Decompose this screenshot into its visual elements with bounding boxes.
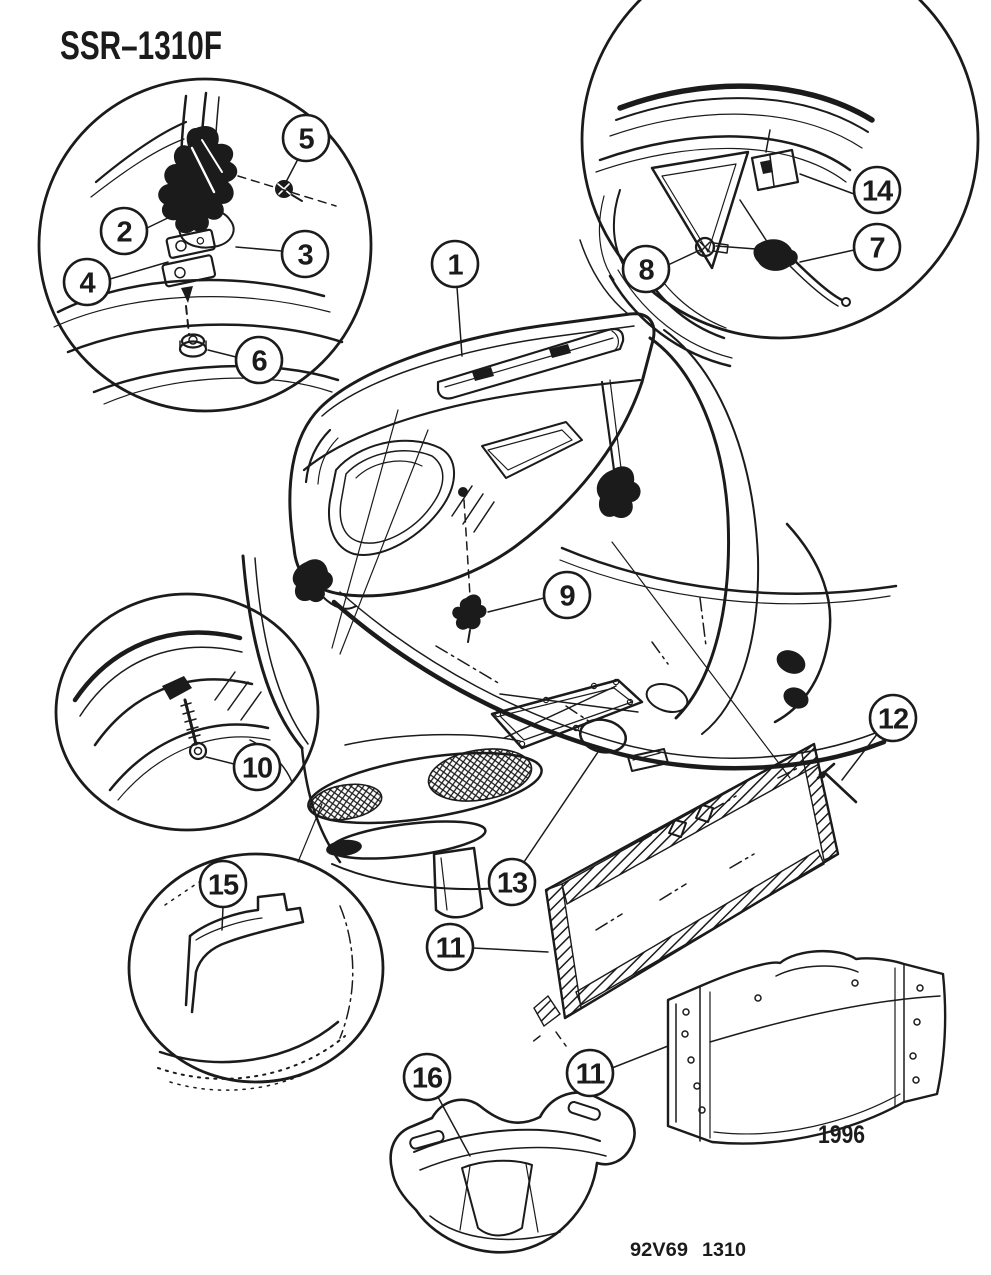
leader-line bbox=[487, 597, 545, 613]
inset-screw-detail bbox=[54, 592, 320, 832]
deck-lid-outline bbox=[288, 312, 656, 598]
car-body-drawing bbox=[241, 329, 898, 919]
leader-line bbox=[221, 906, 224, 931]
callout-6: 6 bbox=[234, 335, 284, 385]
leader-line bbox=[205, 756, 235, 765]
latch-assembly bbox=[739, 199, 851, 307]
detail-reference-line bbox=[331, 409, 399, 649]
svg-text:8: 8 bbox=[638, 255, 654, 287]
inset-bracket-detail bbox=[127, 852, 385, 1091]
leader-line bbox=[285, 158, 299, 183]
leader-line bbox=[456, 286, 463, 357]
callout-3: 3 bbox=[280, 229, 330, 279]
hinge-plate-upper bbox=[165, 228, 216, 259]
svg-text:1: 1 bbox=[447, 250, 463, 282]
callout-5: 5 bbox=[281, 113, 331, 163]
leader-line bbox=[146, 213, 177, 229]
trunk-sill bbox=[331, 599, 887, 771]
hinge-screw-nut bbox=[275, 180, 303, 202]
trunk-partition-panel bbox=[530, 742, 858, 1047]
detail-reference-line bbox=[297, 803, 323, 863]
callouts: 1 2 3 4 5 6 7 8 9 10 11 12 13 14 15 bbox=[62, 113, 918, 1102]
callout-7: 7 bbox=[852, 222, 902, 272]
floor-plug-left bbox=[579, 718, 627, 754]
lid-hinge-left bbox=[292, 559, 333, 603]
leader-line bbox=[523, 751, 599, 863]
sill-latch bbox=[627, 748, 669, 772]
svg-text:6: 6 bbox=[251, 346, 267, 378]
saddle-bracket bbox=[389, 1091, 636, 1254]
partition-pin bbox=[816, 762, 858, 804]
drawing-code-prefix: 92V69 bbox=[630, 1240, 688, 1261]
leader-line bbox=[235, 246, 283, 252]
striker-bracket bbox=[750, 129, 800, 192]
leader-lines bbox=[109, 158, 879, 1157]
callout-13: 13 bbox=[487, 857, 537, 907]
svg-text:11: 11 bbox=[436, 933, 466, 965]
callout-16: 16 bbox=[402, 1052, 452, 1102]
svg-text:10: 10 bbox=[242, 753, 272, 785]
callout-11-1996: 11 bbox=[565, 1048, 615, 1098]
svg-text:16: 16 bbox=[412, 1063, 443, 1095]
latch-bolt bbox=[694, 236, 757, 258]
svg-text:11: 11 bbox=[576, 1059, 606, 1091]
floor-access-panel bbox=[490, 678, 644, 750]
svg-text:3: 3 bbox=[297, 240, 313, 272]
leader-line bbox=[109, 261, 169, 280]
leader-line bbox=[611, 1045, 669, 1069]
partition-panel-1996: 1996 bbox=[666, 949, 947, 1149]
retainer-clip bbox=[452, 594, 487, 643]
callout-14: 14 bbox=[852, 165, 902, 215]
lid-window-left bbox=[328, 439, 456, 556]
callout-4: 4 bbox=[62, 257, 112, 307]
drawing-code-suffix: 1310 bbox=[702, 1240, 746, 1261]
spoiler-recess bbox=[436, 327, 625, 400]
trunk-far-rim bbox=[560, 546, 898, 595]
inset-latch-detail bbox=[579, 0, 980, 368]
callout-15: 15 bbox=[198, 859, 248, 909]
svg-text:9: 9 bbox=[559, 581, 575, 613]
callout-2: 2 bbox=[99, 206, 149, 256]
leader-line bbox=[799, 173, 855, 195]
page-title: SSR–1310F bbox=[60, 24, 222, 68]
callout-11: 11 bbox=[425, 922, 475, 972]
year-label: 1996 bbox=[818, 1121, 865, 1149]
bumper-tab bbox=[432, 846, 484, 919]
svg-text:2: 2 bbox=[116, 217, 131, 249]
svg-text:4: 4 bbox=[79, 268, 95, 300]
leader-line bbox=[799, 249, 855, 263]
detail-reference-line bbox=[339, 429, 429, 655]
svg-text:15: 15 bbox=[208, 870, 239, 902]
lid-hinge-right bbox=[596, 466, 641, 519]
svg-text:12: 12 bbox=[878, 704, 908, 736]
svg-text:14: 14 bbox=[862, 176, 893, 208]
taillight bbox=[307, 751, 543, 825]
leader-line bbox=[841, 732, 879, 781]
hinge-nut bbox=[178, 333, 208, 358]
svg-text:5: 5 bbox=[298, 124, 314, 156]
leader-line bbox=[667, 249, 701, 266]
hinge-bracket bbox=[158, 125, 238, 234]
svg-text:13: 13 bbox=[497, 868, 528, 900]
callout-1: 1 bbox=[430, 239, 480, 289]
callout-12: 12 bbox=[868, 693, 918, 743]
deck-lid-drawing bbox=[288, 312, 656, 610]
lid-window-right bbox=[481, 421, 583, 479]
callout-8: 8 bbox=[621, 244, 671, 294]
leader-line bbox=[437, 1096, 471, 1157]
hinge-screw bbox=[180, 698, 208, 761]
callout-10: 10 bbox=[232, 742, 282, 792]
drawing-number: 92V69 1310 bbox=[630, 1240, 746, 1261]
support-bracket bbox=[188, 892, 305, 1014]
callout-9: 9 bbox=[542, 570, 592, 620]
clip-hole bbox=[458, 487, 468, 497]
leader-line bbox=[207, 349, 237, 358]
floor-plug-right bbox=[645, 683, 689, 713]
svg-text:7: 7 bbox=[869, 233, 884, 265]
leader-line bbox=[472, 947, 549, 953]
stud-arrow bbox=[181, 286, 193, 303]
